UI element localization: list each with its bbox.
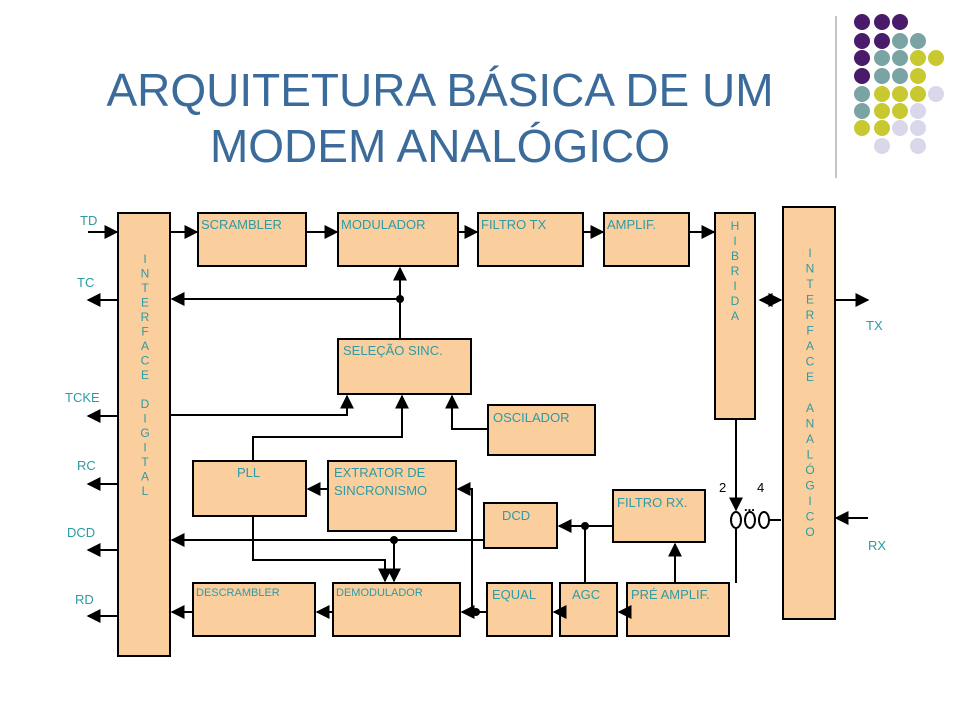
svg-text:PRÉ AMPLIF.: PRÉ AMPLIF. [631,587,710,602]
svg-text:DESCRAMBLER: DESCRAMBLER [196,587,280,599]
signal-rx: RX [868,538,886,553]
vertical-label-letter: E [141,368,149,382]
vertical-label-letter: C [806,355,815,369]
svg-text:DCD: DCD [502,508,530,523]
connection-lines [86,225,870,623]
block-agc: AGC [559,582,618,637]
block-oscilador: OSCILADOR [487,404,596,456]
vertical-label-letter: E [141,296,149,310]
vertical-label-letter: T [141,281,149,295]
vertical-label-letter: N [141,267,150,281]
signal-tc: TC [77,275,94,290]
svg-text:AGC: AGC [572,587,600,602]
svg-text:FILTRO RX.: FILTRO RX. [617,495,688,510]
transformer-coil: ... 2 4 [719,480,770,529]
svg-text:EQUAL: EQUAL [492,587,536,602]
block-dcd: DCD [483,502,558,549]
svg-text:OSCILADOR: OSCILADOR [493,410,570,425]
signal-tx: TX [866,318,883,333]
vertical-label-letter: I [143,412,146,426]
block-amplif: AMPLIF. [603,212,690,267]
svg-text:SELEÇÃO SINC.: SELEÇÃO SINC. [343,343,443,358]
vertical-label-letter: R [141,310,150,324]
block-selecao-sinc: SELEÇÃO SINC. [337,338,472,395]
page-title: ARQUITETURA BÁSICA DE UM MODEM ANALÓGICO [30,62,850,174]
block-filtro-tx: FILTRO TX [477,212,584,267]
title-line-1: ARQUITETURA BÁSICA DE UM [106,64,774,116]
svg-text:SCRAMBLER: SCRAMBLER [201,217,282,232]
transformer-label-4: 4 [757,480,764,495]
svg-text:PLL: PLL [237,465,260,480]
svg-text:SINCRONISMO: SINCRONISMO [334,483,427,498]
block-equal: EQUAL [486,582,553,637]
vertical-label-letter: N [806,262,815,276]
block-descrambler: DESCRAMBLER [192,582,316,637]
vertical-label-letter: H [731,219,740,233]
vertical-label-letter: B [731,249,739,263]
vertical-label-letter: R [731,264,740,278]
vertical-label-letter: I [143,441,146,455]
block-extrator-sincronismo: EXTRATOR DE SINCRONISMO [327,460,457,532]
vertical-label-letter: C [141,354,150,368]
svg-text:AMPLIF.: AMPLIF. [607,217,656,232]
block-scrambler: SCRAMBLER [197,212,307,267]
vertical-label-letter: T [141,455,149,469]
vertical-label-letter: N [806,417,815,431]
vertical-label-letter: R [806,308,815,322]
vertical-label-letter: I [808,494,811,508]
signal-rc: RC [77,458,96,473]
vertical-label-letter: G [140,426,149,440]
vertical-label-letter: I [733,234,736,248]
transformer-label-2: 2 [719,480,726,495]
vertical-label-letter: T [806,277,814,291]
svg-text:EXTRATOR DE: EXTRATOR DE [334,465,426,480]
vertical-label-letter: O [805,525,814,539]
block-demodulador: DEMODULADOR [332,582,461,637]
signal-tcke: TCKE [65,390,100,405]
block-pre-amplif: PRÉ AMPLIF. [626,582,730,637]
svg-text:DEMODULADOR: DEMODULADOR [336,587,423,599]
svg-text:...: ... [744,499,755,514]
vertical-label-letter: Ó [805,462,814,477]
svg-text:MODULADOR: MODULADOR [341,217,426,232]
vertical-label-letter: A [141,339,149,353]
block-pll: PLL [192,460,307,517]
vertical-label-letter: D [141,397,150,411]
block-modulador: MODULADOR [337,212,459,267]
vertical-label-letter: A [731,309,739,323]
vertical-label-letter: C [806,510,815,524]
block-filtro-rx: FILTRO RX. [612,489,706,543]
decorative-dot-grid [854,14,944,154]
vertical-label-letter: A [806,339,814,353]
vertical-label-letter: I [733,279,736,293]
vertical-label-letter: F [806,324,813,338]
vertical-label-letter: E [806,370,814,384]
title-line-2: MODEM ANALÓGICO [209,120,671,172]
vertical-label-letter: L [807,448,814,462]
vertical-label-letter: A [141,470,149,484]
vertical-label-letter: G [805,479,814,493]
vertical-label-letter: L [142,484,149,498]
vertical-label-letter: A [806,401,814,415]
vertical-label-letter: I [808,246,811,260]
vertical-label-letter: E [806,293,814,307]
signal-dcd: DCD [67,525,95,540]
signal-rd: RD [75,592,94,607]
signal-td: TD [80,213,97,228]
svg-text:FILTRO TX: FILTRO TX [481,217,547,232]
vertical-label-letter: A [806,432,814,446]
vertical-label-letter: D [731,294,740,308]
vertical-label-letter: I [143,252,146,266]
vertical-label-letter: F [141,325,148,339]
